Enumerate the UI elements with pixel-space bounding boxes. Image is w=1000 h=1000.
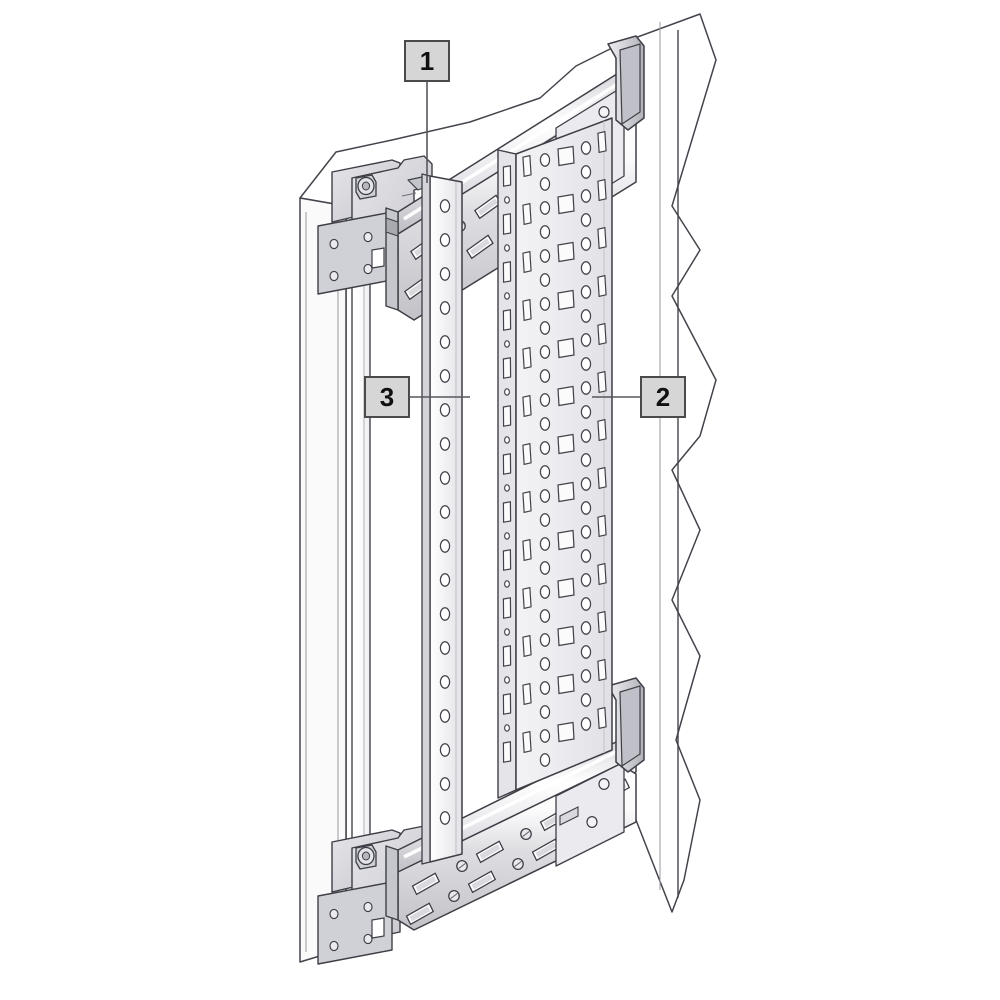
callout-badge-2[interactable]: 2 (640, 376, 686, 418)
vertical-mounting-rail-left (421, 173, 463, 865)
corner-cap-bottom (607, 677, 645, 773)
callout-label-1: 1 (419, 46, 435, 76)
corner-cap-top (607, 35, 645, 131)
callout-badge-3[interactable]: 3 (364, 376, 410, 418)
callout-label-3: 3 (379, 382, 395, 412)
hinge-pin-top (355, 174, 377, 200)
perforated-vertical-panel (497, 117, 613, 799)
panel-flange-pin-column (504, 196, 510, 732)
callout-leader-lines (410, 82, 640, 398)
callout-badge-1[interactable]: 1 (404, 40, 450, 82)
hinge-pin-bottom (355, 844, 377, 870)
callout-label-2: 2 (655, 382, 671, 412)
